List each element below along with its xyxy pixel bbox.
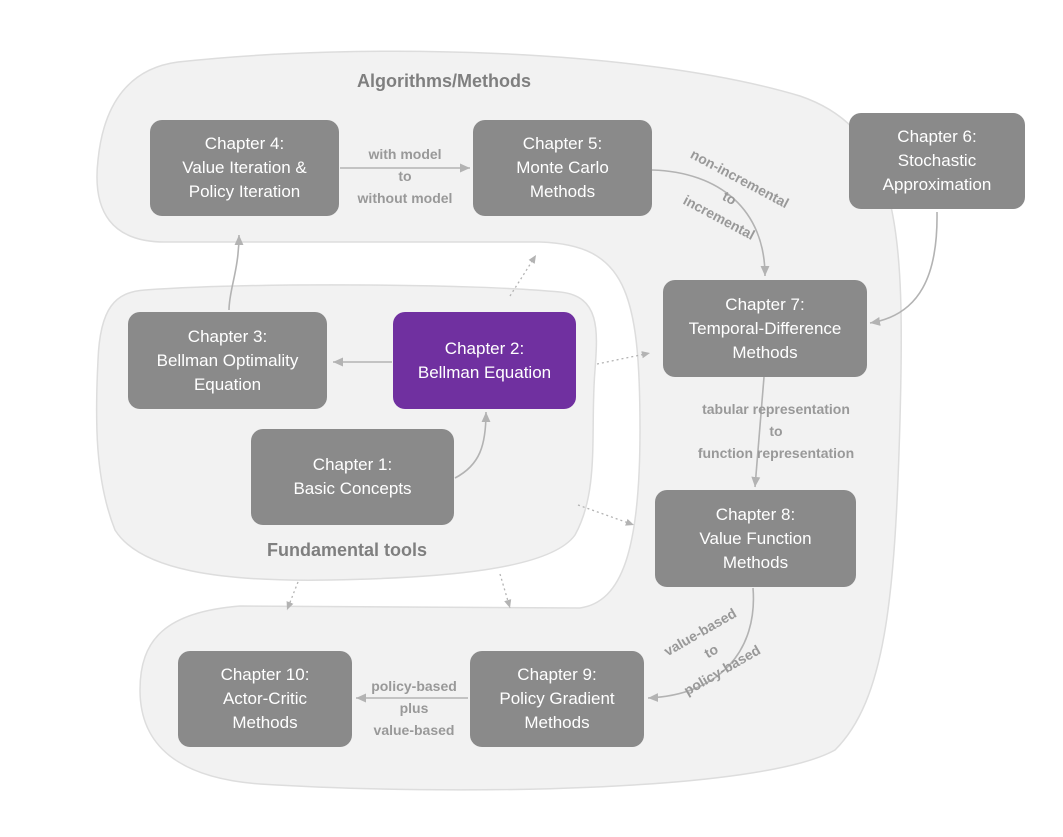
arrow-ch7-to-ch8 xyxy=(751,376,765,488)
chapter-4-title-line1: Value Iteration & xyxy=(182,158,307,177)
edge-label-ch7-ch8-line1: tabular representation xyxy=(702,401,850,417)
edge-label-ch9-ch10-line1: policy-based xyxy=(371,678,457,694)
chapter-6-title-line1: Stochastic xyxy=(897,151,977,170)
chapter-7-title-line1: Temporal-Difference xyxy=(688,318,842,338)
dotted-arrow-to-ch5 xyxy=(509,254,537,297)
dotted-arrow-to-ch7 xyxy=(596,351,651,365)
chapter-5-box[interactable]: Chapter 5: Monte Carlo Methods xyxy=(473,120,652,216)
chapter-2-box[interactable]: Chapter 2: Bellman Equation xyxy=(393,312,576,409)
chapter-7-number: Chapter 7: xyxy=(725,294,805,314)
arrow-ch1-to-ch2 xyxy=(454,411,491,479)
dotted-arrow-to-ch10-right xyxy=(499,573,512,609)
chapter-1-box[interactable]: Chapter 1: Basic Concepts xyxy=(251,429,454,525)
chapter-7-title-line2: Methods xyxy=(732,342,798,362)
chapter-9-title-line2: Methods xyxy=(524,713,590,732)
edge-label-ch7-ch8-line2: to xyxy=(769,423,783,439)
chapter-8-box[interactable]: Chapter 8: Value Function Methods xyxy=(655,490,856,587)
arrow-ch3-to-ch4 xyxy=(228,234,244,311)
edge-label-ch4-ch5-line1: with model xyxy=(368,146,442,162)
chapter-7-box[interactable]: Chapter 7: Temporal-Difference Methods xyxy=(663,280,867,377)
chapter-9-title-line1: Policy Gradient xyxy=(499,689,615,708)
chapter-2-number: Chapter 2: xyxy=(444,338,525,358)
chapter-6-box[interactable]: Chapter 6: Stochastic Approximation xyxy=(849,113,1025,209)
chapter-10-title-line2: Methods xyxy=(232,713,298,732)
chapter-8-title-line2: Methods xyxy=(722,552,789,572)
chapter-3-number: Chapter 3: xyxy=(187,326,268,346)
fundamental-tools-label: Fundamental tools xyxy=(267,540,428,560)
chapter-5-title-line2: Methods xyxy=(529,182,596,201)
edge-label-ch4-ch5: with model to without model xyxy=(344,143,466,209)
edge-label-ch7-ch8: tabular representation to function repre… xyxy=(676,398,876,464)
chapter-8-number: Chapter 8: xyxy=(715,504,796,524)
edge-label-ch4-ch5-line3: without model xyxy=(357,190,453,206)
dotted-arrow-to-ch10-left xyxy=(286,581,299,611)
chapter-6-number: Chapter 6: xyxy=(897,127,977,146)
edge-label-ch7-ch8-line3: function representation xyxy=(697,445,855,461)
chapter-3-box[interactable]: Chapter 3: Bellman Optimality Equation xyxy=(128,312,327,409)
arrow-ch6-to-ch7 xyxy=(869,211,938,326)
edge-label-ch9-ch10: policy-based plus value-based xyxy=(356,675,472,741)
chapter-4-box[interactable]: Chapter 4: Value Iteration & Policy Iter… xyxy=(150,120,339,216)
chapter-3-title-line2: Equation xyxy=(193,374,262,394)
chapter-1-number: Chapter 1: xyxy=(312,455,393,474)
edge-label-ch4-ch5-line2: to xyxy=(398,168,412,184)
chapter-1-title: Basic Concepts xyxy=(293,479,412,498)
algorithms-methods-label: Algorithms/Methods xyxy=(357,71,531,91)
edge-label-ch9-ch10-line2: plus xyxy=(399,700,429,716)
chapter-3-title-line1: Bellman Optimality xyxy=(156,350,299,370)
edge-label-ch9-ch10-line3: value-based xyxy=(373,722,455,738)
chapter-8-title-line1: Value Function xyxy=(699,528,812,548)
chapter-10-box[interactable]: Chapter 10: Actor-Critic Methods xyxy=(178,651,352,747)
arrow-ch8-to-ch9 xyxy=(647,587,755,703)
chapter-10-title-line1: Actor-Critic xyxy=(222,689,308,708)
algorithms-region xyxy=(96,50,903,791)
chapter-5-number: Chapter 5: xyxy=(522,134,603,153)
chapter-9-box[interactable]: Chapter 9: Policy Gradient Methods xyxy=(470,651,644,747)
chapter-5-title-line1: Monte Carlo xyxy=(516,158,609,177)
chapter-2-title: Bellman Equation xyxy=(417,362,552,382)
chapter-4-number: Chapter 4: xyxy=(204,134,285,153)
chapter-4-title-line2: Policy Iteration xyxy=(188,182,301,201)
arrow-ch5-to-ch7 xyxy=(651,169,770,277)
chapter-9-number: Chapter 9: xyxy=(517,665,597,684)
chapter-6-title-line2: Approximation xyxy=(882,175,992,194)
chapter-10-number: Chapter 10: xyxy=(220,665,310,684)
